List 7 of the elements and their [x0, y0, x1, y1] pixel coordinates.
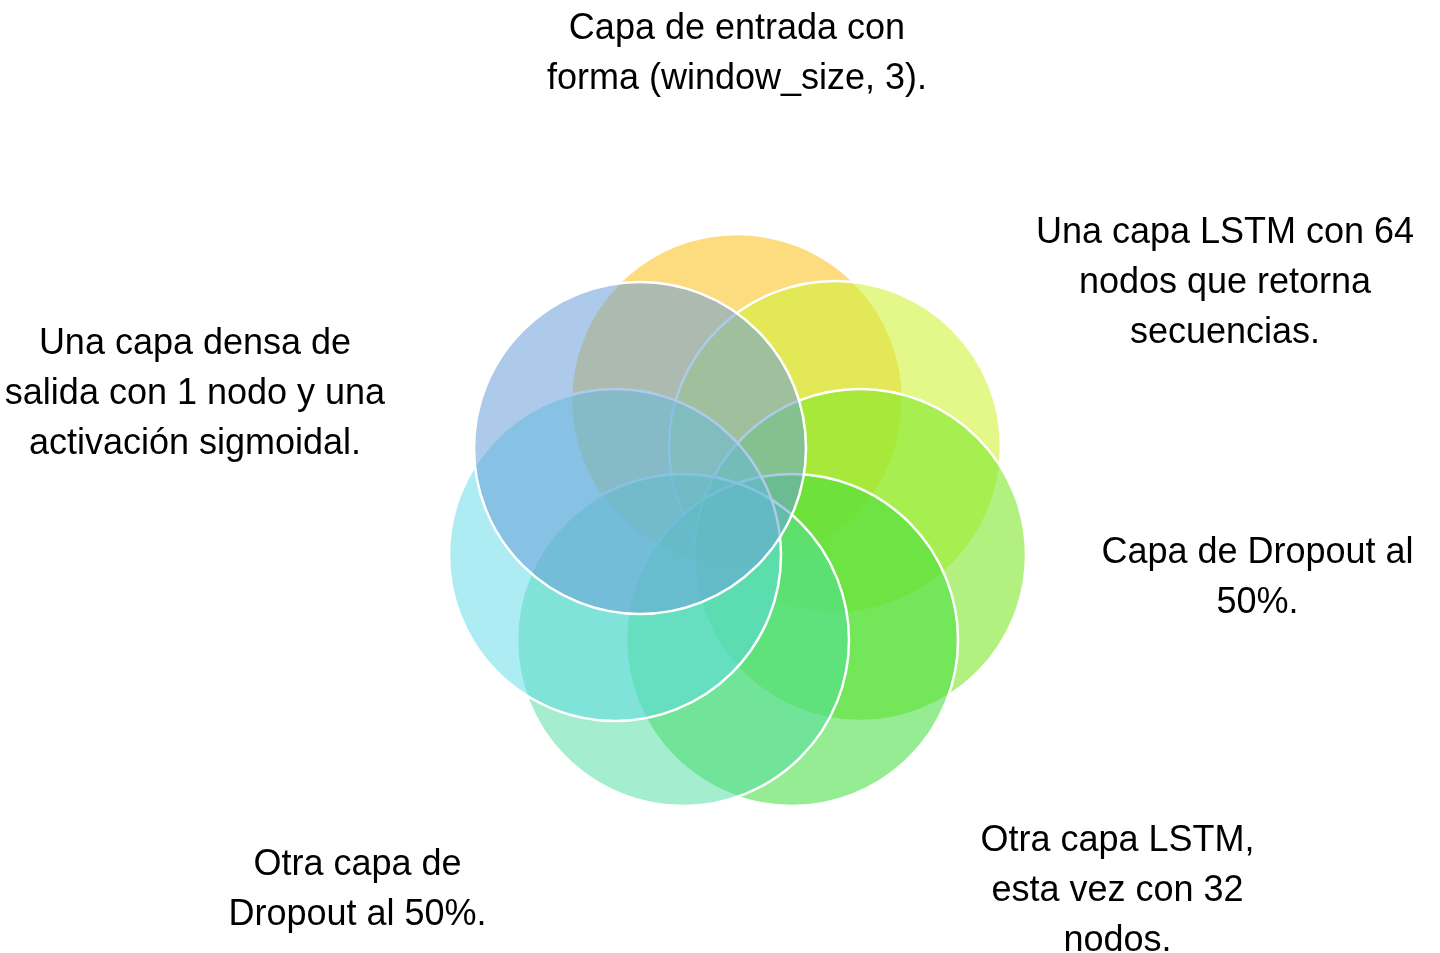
- circle: [472, 280, 808, 616]
- caption-text: Capa de entrada con forma (window_size, 3).: [545, 5, 929, 99]
- caption-text: Una capa densa de salida con 1 nodo y una activación sigmoidal.: [3, 320, 387, 464]
- caption-text: Capa de Dropout al 50%.: [1100, 529, 1415, 623]
- caption-text: Una capa LSTM con 64 nodos que retorna secuencias.: [1034, 209, 1416, 353]
- caption-text: Otra capa de Dropout al 50%.: [227, 841, 488, 935]
- caption-text: Otra capa LSTM, esta vez con 32 nodos.: [979, 817, 1256, 953]
